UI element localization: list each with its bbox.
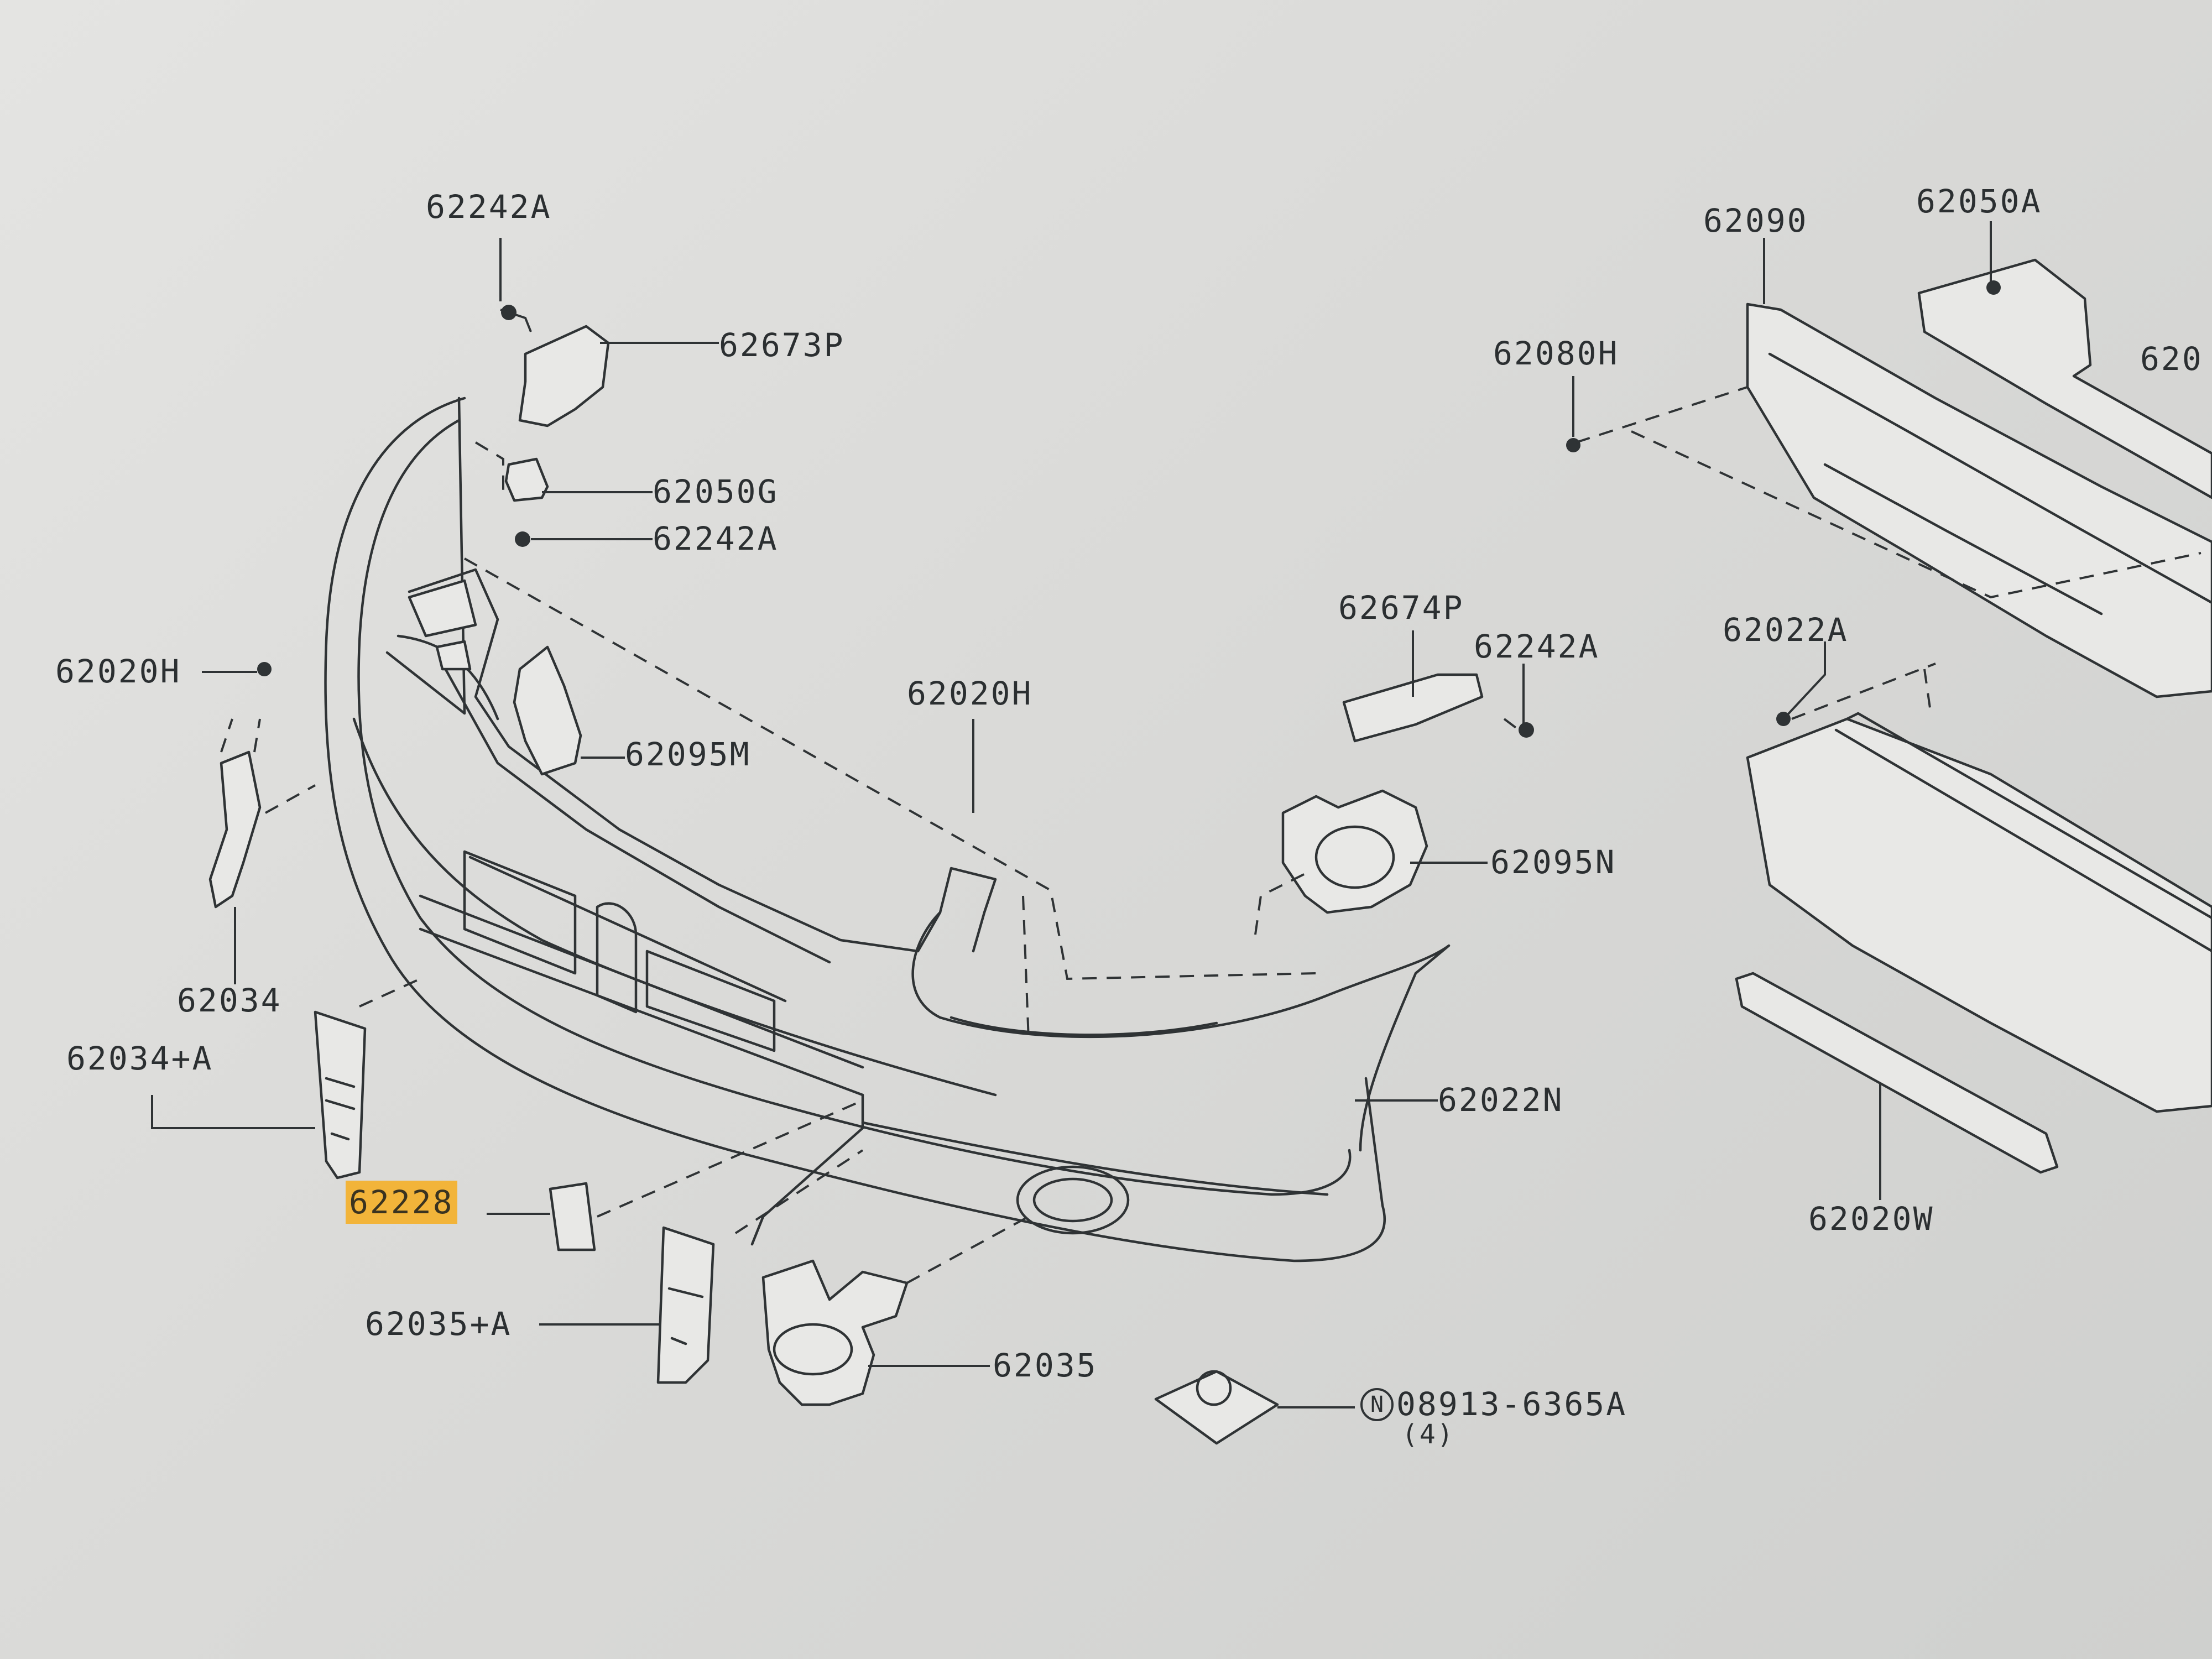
lower-strip-62020w-part xyxy=(1735,972,2059,1174)
bracket-62673p-part xyxy=(500,305,610,427)
callout-62022n: 62022N xyxy=(1438,1081,1564,1119)
fog-bracket-62035-part xyxy=(761,1259,909,1406)
cover-62034a-part xyxy=(314,1010,367,1180)
callout-62022a: 62022A xyxy=(1723,611,1849,649)
cover-62035a-part xyxy=(656,1226,715,1384)
callout-62035a: 62035+A xyxy=(365,1305,512,1343)
callout-62242a-top: 62242A xyxy=(426,188,552,226)
callout-62020h-left: 62020H xyxy=(55,653,181,690)
upper-reinforcement-part xyxy=(408,568,1451,1152)
callout-62673p: 62673P xyxy=(719,326,845,364)
callout-62050a: 62050A xyxy=(1916,182,2042,220)
side-bracket-62034-part xyxy=(208,662,272,909)
callout-62050g: 62050G xyxy=(653,473,779,510)
callout-620-cut-off: 620 xyxy=(2140,340,2203,378)
bracket-62674p-part xyxy=(1342,673,1534,743)
lower-grille-62022a-part xyxy=(1746,712,2212,1113)
callout-62095m: 62095M xyxy=(625,735,751,773)
bracket-62095n-part xyxy=(1281,789,1428,914)
callout-62034: 62034 xyxy=(177,982,282,1019)
bumper-fascia-part xyxy=(324,397,1386,1262)
callout-leader-lines xyxy=(151,221,1992,1408)
callout-62035: 62035 xyxy=(993,1347,1098,1384)
standard-part-n-mark-icon: N xyxy=(1360,1388,1394,1421)
callout-62090: 62090 xyxy=(1703,202,1808,239)
assembly-dashed-lines xyxy=(220,386,2201,1284)
callout-62020w: 62020W xyxy=(1808,1200,1934,1238)
bolt-62080h xyxy=(1566,438,1580,452)
clip-62050g-part xyxy=(504,457,549,547)
callout-62020h-center: 62020H xyxy=(907,675,1033,712)
headlamp-mount-left-part xyxy=(408,579,477,671)
callout-62242a-mid: 62242A xyxy=(653,520,779,557)
callout-62034a: 62034+A xyxy=(66,1040,213,1077)
callout-62674p: 62674P xyxy=(1338,589,1464,627)
callout-08913-quantity: (4) xyxy=(1402,1419,1455,1450)
callout-08913-6365a: 08913-6365A xyxy=(1396,1385,1627,1423)
reinforcement-62050a-part xyxy=(1917,258,2212,499)
energy-absorber-62090-part xyxy=(1746,302,2212,698)
bracket-62095m-part xyxy=(513,645,582,776)
callout-62228-highlighted: 62228 xyxy=(346,1181,457,1224)
fog-lamp-bezel-opening xyxy=(1016,1165,1130,1235)
nut-08913-part xyxy=(1154,1370,1279,1445)
cap-62228-part xyxy=(549,1182,596,1251)
callout-62095n: 62095N xyxy=(1490,843,1616,881)
callout-62080h: 62080H xyxy=(1493,335,1619,372)
callout-62242a-right: 62242A xyxy=(1474,628,1600,665)
